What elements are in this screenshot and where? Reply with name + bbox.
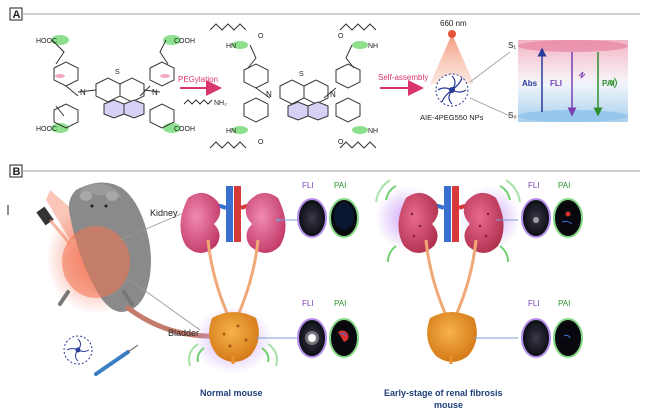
- injection: [63, 335, 139, 376]
- fli-image-fibrosis-bladder: [521, 318, 551, 358]
- hn-top: HN: [226, 43, 236, 50]
- zoom-line-bottom: [469, 97, 511, 117]
- fli-label-fibrosis-kidney: FLI: [528, 181, 540, 190]
- pegylation-label: PEGylation: [178, 75, 218, 84]
- normal-organs: [180, 186, 286, 374]
- pai-label-normal-kidney: PAI: [334, 181, 346, 190]
- zoom-line-bladder: [129, 279, 201, 331]
- cooh-top-right: COOH: [174, 38, 195, 45]
- wavelength-label: 660 nm: [440, 19, 467, 28]
- o-bottom-right: O: [338, 139, 344, 146]
- fli-image-normal-kidney: [297, 198, 327, 238]
- cooh-bottom-right: COOH: [174, 126, 195, 133]
- panel-a: A: [9, 7, 640, 149]
- pai-label-jablonski: PAI: [602, 79, 615, 88]
- nanoparticle: [430, 30, 474, 107]
- fli-label-normal-kidney: FLI: [302, 181, 314, 190]
- nh-top: NH: [368, 43, 378, 50]
- pai-label-fibrosis-bladder: PAI: [558, 299, 570, 308]
- fli-label-jablonski: FLI: [550, 79, 562, 88]
- nh-bottom: NH: [368, 128, 378, 135]
- fibrosis-organs: [375, 179, 521, 364]
- panel-a-badge: A: [13, 9, 21, 21]
- pai-image-fibrosis-kidney: [553, 198, 583, 238]
- zoom-line-kidney: [119, 211, 187, 241]
- nanoparticle-label: AIE-4PEG550 NPs: [420, 113, 484, 122]
- n-right: N: [152, 88, 158, 97]
- caption-fibrosis-line1: Early-stage of renal fibrosis: [384, 388, 503, 398]
- caption-normal-mouse: Normal mouse: [200, 388, 263, 398]
- n-peg-right: N: [330, 90, 336, 99]
- molecule-peg: [209, 23, 377, 149]
- s-core-right: S: [299, 71, 304, 78]
- panel-b-badge: B: [13, 166, 21, 178]
- fli-label-normal-bladder: FLI: [302, 299, 314, 308]
- pai-label-normal-bladder: PAI: [334, 299, 346, 308]
- n-left: N: [80, 88, 86, 97]
- caption-fibrosis-line2: mouse: [434, 400, 463, 410]
- pai-label-fibrosis-kidney: PAI: [558, 181, 570, 190]
- s-core-left: S: [115, 69, 120, 76]
- o-top-right: O: [338, 33, 344, 40]
- zoom-line-top: [469, 51, 511, 83]
- reagent-nh2: NH₂: [214, 100, 227, 107]
- cooh-top-left: HOOC: [36, 38, 57, 45]
- peg-reagent: [183, 99, 213, 105]
- jablonski-diagram: [518, 40, 628, 122]
- pai-image-fibrosis-bladder: [553, 318, 583, 358]
- connector-dot: [276, 218, 280, 222]
- o-bottom-left: O: [258, 139, 264, 146]
- n-peg-left: N: [266, 90, 272, 99]
- fli-label-fibrosis-bladder: FLI: [528, 299, 540, 308]
- hn-bottom: HN: [226, 128, 236, 135]
- o-top-left: O: [258, 33, 264, 40]
- molecule-cooh: [51, 35, 181, 133]
- s1-label: S₁: [508, 41, 516, 50]
- kidney-label: Kidney: [150, 208, 178, 218]
- abs-label: Abs: [522, 79, 538, 88]
- cooh-bottom-left: HOOC: [36, 126, 57, 133]
- self-assembly-label: Self-assembly: [378, 73, 428, 82]
- panel-b: B: [7, 164, 640, 410]
- bladder-label: Bladder: [168, 328, 199, 338]
- s0-label: S₀: [508, 111, 517, 120]
